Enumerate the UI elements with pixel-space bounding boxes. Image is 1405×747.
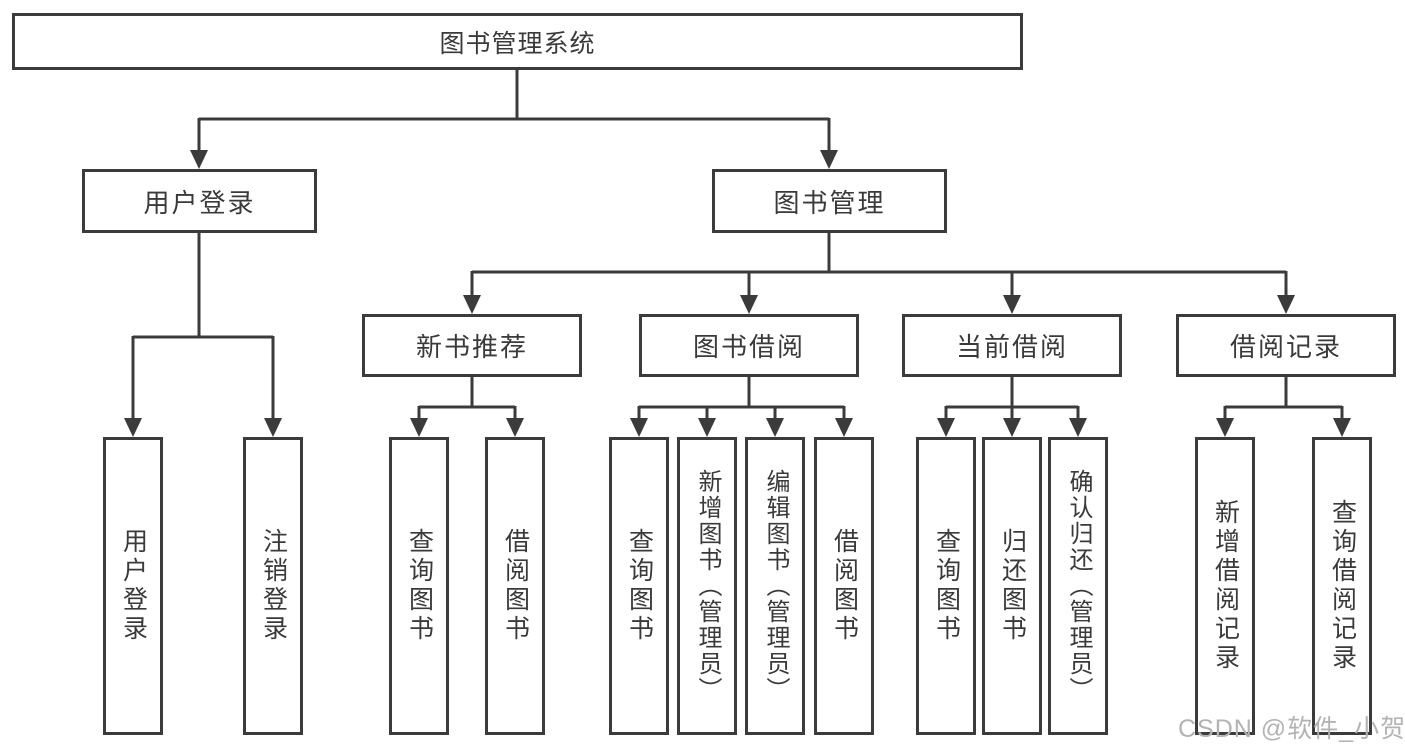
leaf-edit-books-admin-label: 编辑图书（管理员）	[762, 469, 789, 703]
leaf-confirm-return-admin-label: 确认归还（管理员）	[1065, 469, 1092, 703]
node-book-management: 图书管理	[712, 169, 947, 233]
leaf-query-borrow-record-label: 查询借阅记录	[1328, 499, 1357, 673]
node-user-login-label: 用户登录	[143, 187, 256, 218]
node-new-book-recommend: 新书推荐	[362, 314, 582, 377]
leaf-logout-label: 注销登录	[259, 528, 288, 644]
leaf-add-borrow-record: 新增借阅记录	[1195, 437, 1255, 735]
leaf-add-books-admin: 新增图书（管理员）	[677, 437, 737, 735]
node-book-borrowing-label: 图书借阅	[692, 332, 805, 362]
node-root-label: 图书管理系统	[439, 29, 596, 58]
leaf-query-books-2: 查询图书	[609, 437, 669, 735]
leaf-add-borrow-record-label: 新增借阅记录	[1211, 499, 1240, 673]
leaf-user-login: 用户登录	[103, 437, 163, 735]
leaf-edit-books-admin: 编辑图书（管理员）	[745, 437, 805, 735]
node-borrow-records-label: 借阅记录	[1229, 332, 1342, 362]
leaf-borrow-books-2: 借阅图书	[814, 437, 874, 735]
leaf-query-books-2-label: 查询图书	[625, 528, 654, 644]
leaf-query-borrow-record: 查询借阅记录	[1312, 437, 1372, 735]
leaf-borrow-books-1: 借阅图书	[485, 437, 545, 735]
leaf-borrow-books-2-label: 借阅图书	[830, 528, 859, 644]
leaf-query-books-3: 查询图书	[916, 437, 976, 735]
csdn-watermark-text: CSDN @软件_小贺同学	[1178, 715, 1405, 743]
node-borrow-records: 借阅记录	[1176, 314, 1396, 377]
node-root-library-system: 图书管理系统	[12, 13, 1023, 70]
leaf-query-books-1: 查询图书	[389, 437, 449, 735]
leaf-confirm-return-admin: 确认归还（管理员）	[1048, 437, 1108, 735]
leaf-return-books: 归还图书	[982, 437, 1042, 735]
leaf-logout: 注销登录	[243, 437, 303, 735]
node-new-book-recommend-label: 新书推荐	[415, 332, 528, 362]
csdn-watermark: CSDN @软件_小贺同学	[1178, 709, 1405, 745]
leaf-return-books-label: 归还图书	[998, 528, 1027, 644]
node-user-login: 用户登录	[82, 169, 317, 233]
leaf-query-books-1-label: 查询图书	[405, 528, 434, 644]
leaf-add-books-admin-label: 新增图书（管理员）	[694, 469, 721, 703]
node-book-management-label: 图书管理	[773, 187, 886, 218]
arrowheads	[124, 150, 1351, 437]
node-current-borrowing-label: 当前借阅	[955, 332, 1068, 362]
leaf-borrow-books-1-label: 借阅图书	[501, 528, 530, 644]
leaf-user-login-label: 用户登录	[119, 528, 148, 644]
node-book-borrowing: 图书借阅	[639, 314, 859, 377]
node-current-borrowing: 当前借阅	[902, 314, 1122, 377]
leaf-query-books-3-label: 查询图书	[932, 528, 961, 644]
